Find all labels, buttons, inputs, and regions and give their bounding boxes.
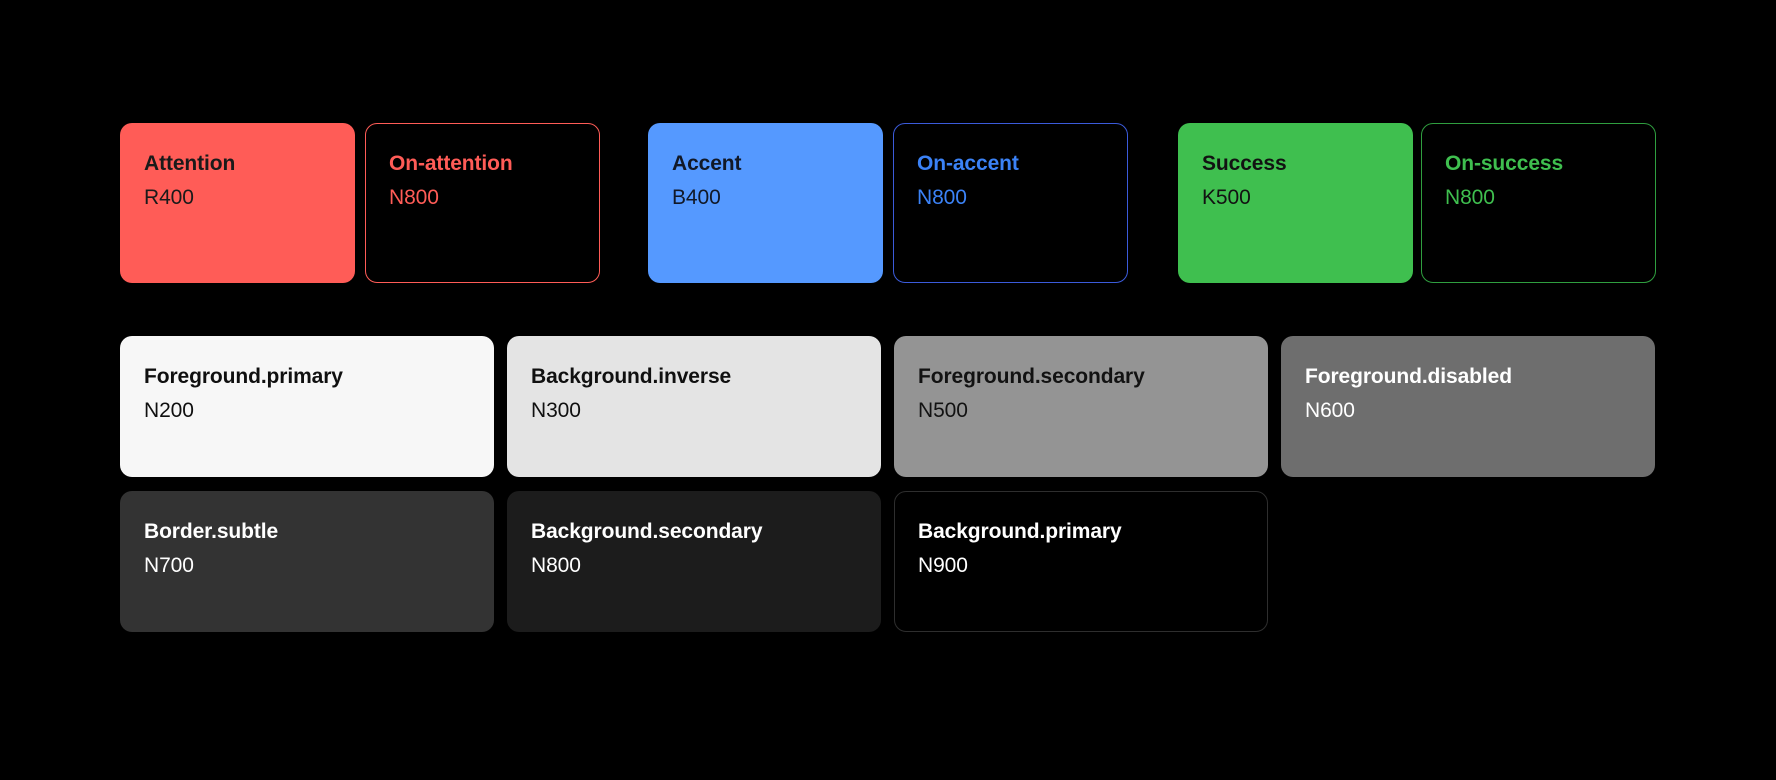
swatch-label: On-attention [389, 152, 513, 175]
swatch-label: On-accent [917, 152, 1019, 175]
swatch-label: Background.secondary [531, 520, 763, 543]
swatch-token-code: N800 [389, 186, 439, 210]
swatch-label: Attention [144, 152, 236, 175]
swatch-label: Accent [672, 152, 742, 175]
swatch-label: On-success [1445, 152, 1564, 175]
swatch-label: Success [1202, 152, 1287, 175]
swatch-token-code: N200 [144, 399, 194, 423]
swatch-token-code: N800 [917, 186, 967, 210]
swatch-token-code: N700 [144, 554, 194, 578]
swatch-token-code: N300 [531, 399, 581, 423]
swatch-label: Foreground.primary [144, 365, 343, 388]
swatch-token-code: N600 [1305, 399, 1355, 423]
swatch-token-code: N800 [1445, 186, 1495, 210]
swatch-label: Foreground.disabled [1305, 365, 1512, 388]
swatch-label: Border.subtle [144, 520, 279, 543]
swatch-label: Background.primary [918, 520, 1122, 543]
swatch-token-code: N500 [918, 399, 968, 423]
swatch-label: Foreground.secondary [918, 365, 1145, 388]
swatch-token-code: R400 [144, 186, 194, 210]
swatch-token-code: N900 [918, 554, 968, 578]
swatch-token-code: K500 [1202, 186, 1251, 210]
swatch-label: Background.inverse [531, 365, 732, 388]
swatch-token-code: N800 [531, 554, 581, 578]
swatch-token-code: B400 [672, 186, 721, 210]
